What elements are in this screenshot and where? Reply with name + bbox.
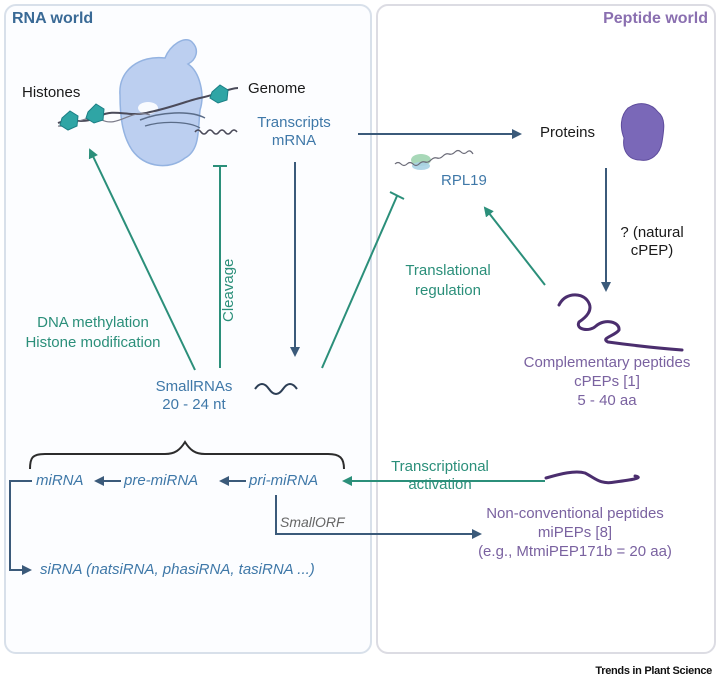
smallrna-wave-icon	[254, 383, 298, 395]
mirna-label: miRNA	[36, 472, 84, 489]
mipep-label-3: (e.g., MtmiPEP171b = 20 aa)	[478, 543, 672, 560]
rna-world-title: RNA world	[12, 10, 94, 27]
translational-regulation-arrow	[483, 206, 546, 286]
smallrnas-label: SmallRNAs	[155, 378, 233, 395]
natural-cpep-label-2: cPEP)	[630, 242, 674, 259]
mipep-label-1: Non-conventional peptides	[486, 505, 664, 522]
histone-modification-label: Histone modification	[25, 334, 161, 351]
proteins-label: Proteins	[540, 124, 596, 141]
natural-cpep-label-1: ? (natural	[620, 224, 684, 241]
dna-methylation-label: DNA methylation	[37, 314, 149, 331]
transcriptional-label-1: Transcriptional	[391, 458, 489, 475]
mipep-label-2: miPEPs [8]	[537, 524, 613, 541]
smallrna-rpl19-inhibition	[321, 195, 398, 369]
genome-label: Genome	[248, 80, 306, 97]
transcripts-label: Transcripts	[257, 114, 331, 131]
dna-methylation-arrow	[88, 148, 196, 371]
smallorf-label: SmallORF	[280, 514, 345, 530]
cleavage-label: Cleavage	[220, 258, 237, 322]
histones-icon	[59, 84, 229, 131]
histones-label: Histones	[22, 84, 81, 101]
translational-label-2: regulation	[415, 282, 481, 299]
cpep-label-1: Complementary peptides	[523, 354, 691, 371]
smallrnas-size-label: 20 - 24 nt	[162, 396, 226, 413]
sirna-label: siRNA (natsiRNA, phasiRNA, tasiRNA ...)	[40, 561, 315, 578]
translational-label-1: Translational	[405, 262, 491, 279]
peptide-world-title: Peptide world	[603, 10, 708, 27]
transcriptional-label-2: activation	[408, 476, 472, 493]
rpl19-inhibition-bar	[389, 191, 405, 200]
polymerase-icon	[119, 38, 206, 167]
protein-icon	[620, 103, 665, 161]
cpep-chain-icon	[557, 293, 684, 352]
pre-mirna-label: pre-miRNA	[124, 472, 199, 489]
curly-brace	[29, 440, 345, 470]
mrna-label: mRNA	[271, 132, 317, 149]
rpl19-label: RPL19	[441, 172, 487, 189]
mirna-to-sirna-arrow	[9, 480, 32, 575]
mipep-chain-icon	[544, 470, 640, 485]
smallorf-to-mipep-arrow	[275, 495, 482, 539]
cpep-label-2: cPEPs [1]	[574, 373, 640, 390]
cpep-label-3: 5 - 40 aa	[577, 392, 637, 409]
mrna-wave-icon	[194, 129, 238, 135]
peptide-world-panel	[376, 4, 716, 654]
ribosome-icon	[394, 149, 474, 170]
journal-credit: Trends in Plant Science	[595, 665, 712, 677]
pri-mirna-label: pri-miRNA	[249, 472, 319, 489]
